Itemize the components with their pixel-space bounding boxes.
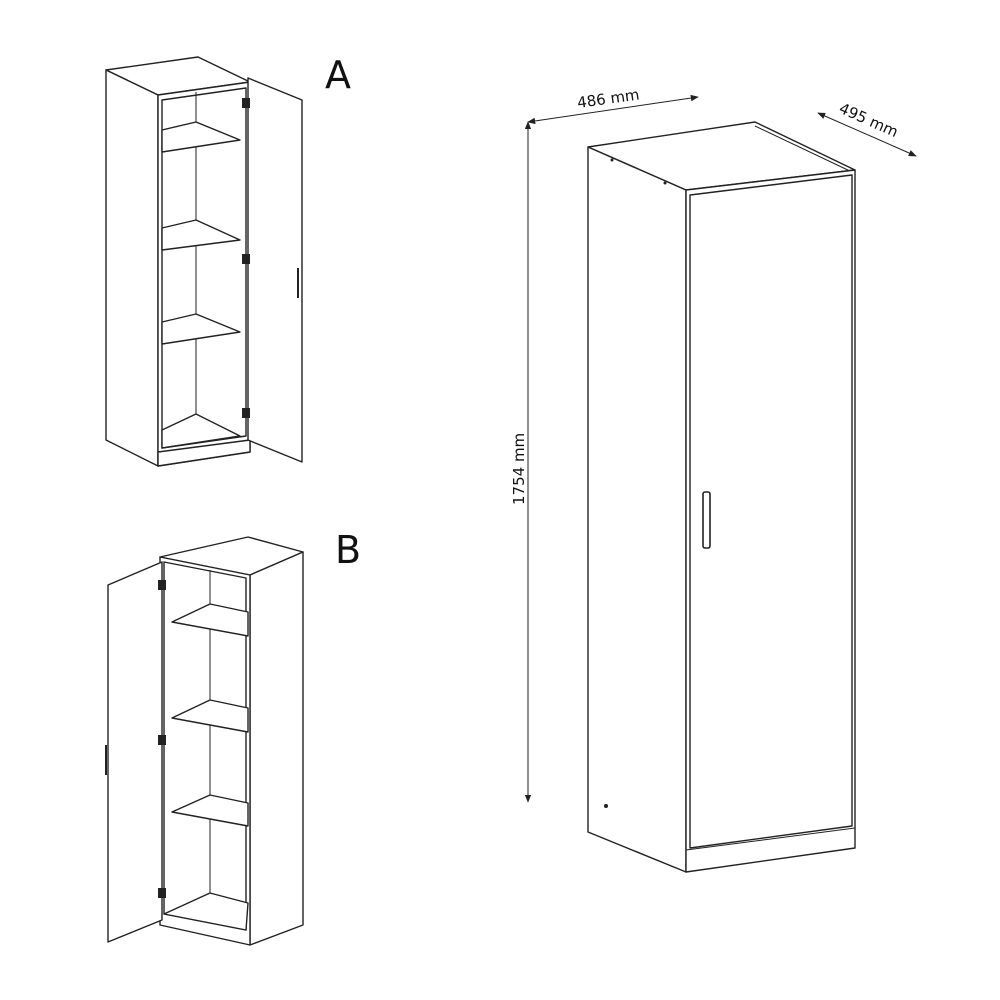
cabinet-a-drawing: A <box>105 53 351 467</box>
width-dimension-label: 486 mm <box>576 85 641 112</box>
cabinet-main-drawing <box>587 121 856 873</box>
cabinet-b-drawing: B <box>105 528 361 946</box>
variant-b-label: B <box>335 528 361 572</box>
variant-a-label: A <box>325 53 351 97</box>
height-dimension-label: 1754 mm <box>510 433 528 505</box>
